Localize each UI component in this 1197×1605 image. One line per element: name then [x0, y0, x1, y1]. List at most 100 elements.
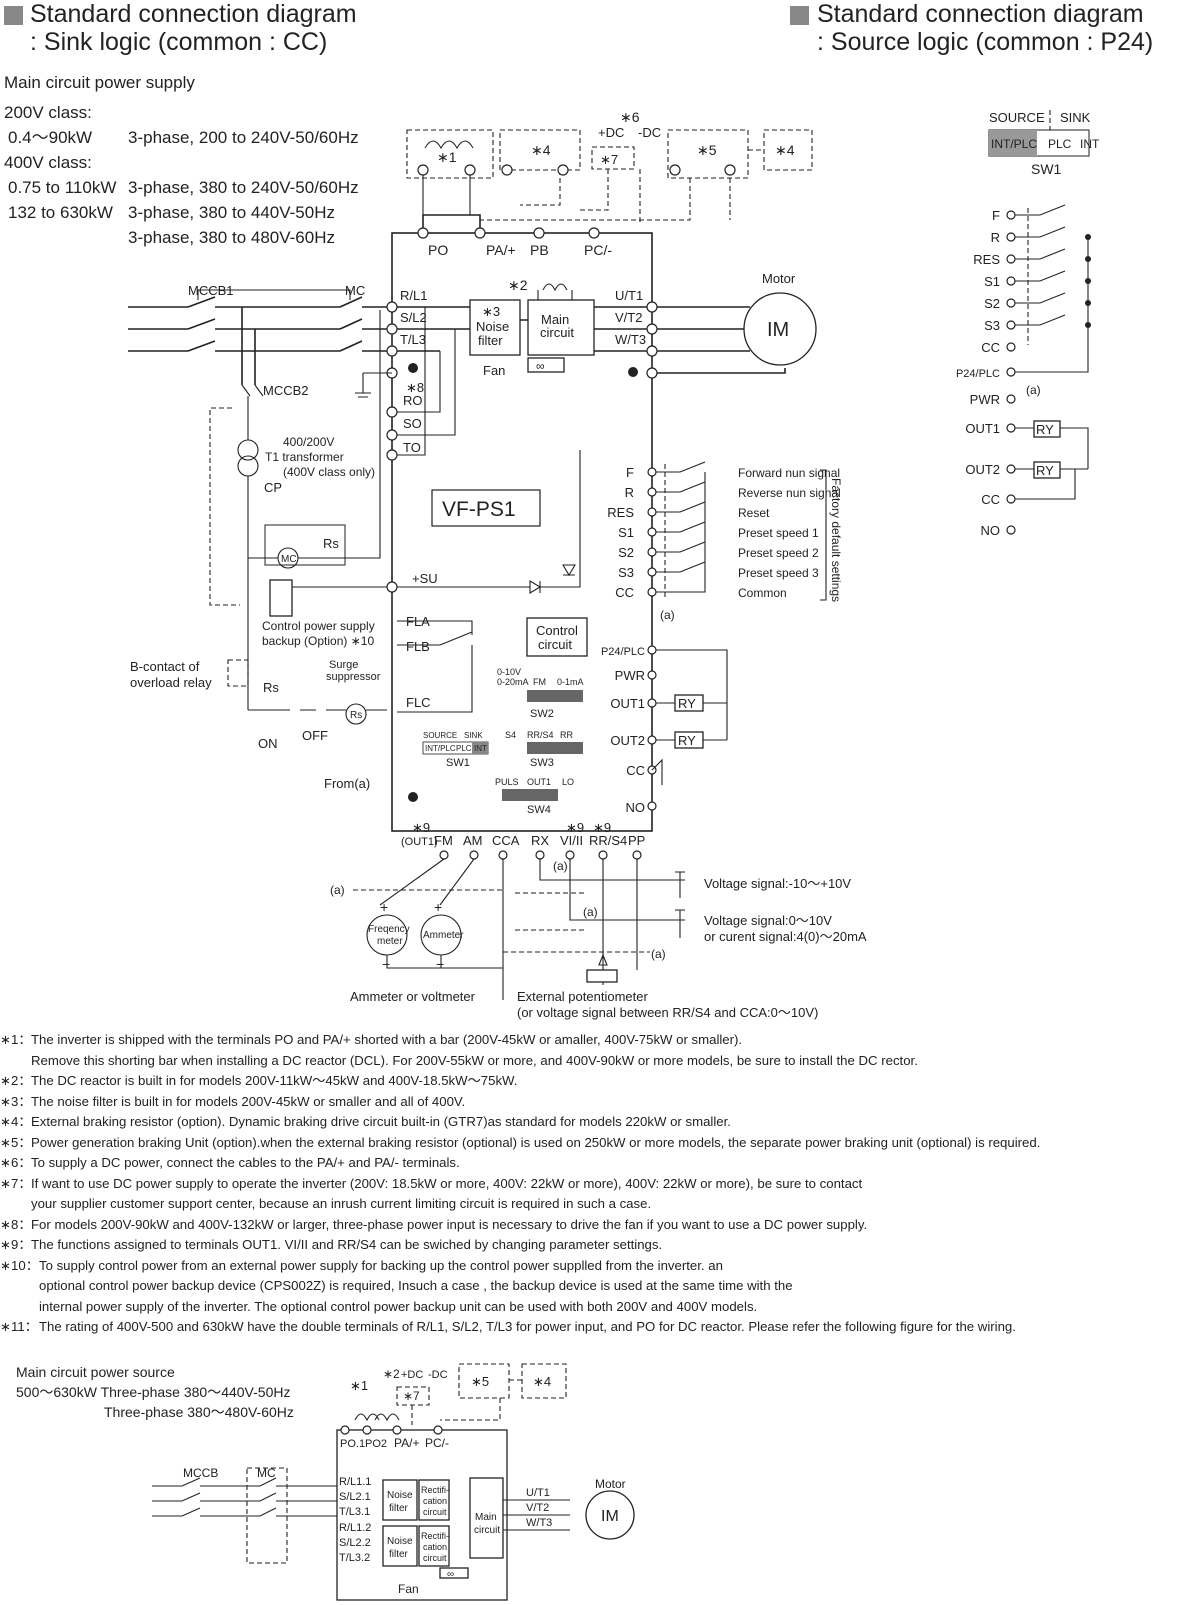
terminal-to: TO [403, 440, 421, 455]
range-3: 132 to 630kW [8, 203, 113, 222]
src-a-mark: (a) [1026, 383, 1041, 397]
ammeter-label: Ammeter [423, 930, 464, 941]
b-out-1: U/T1 [526, 1487, 550, 1499]
svg-text:−: − [436, 956, 444, 972]
freq-meter-label1: Freqency [368, 924, 410, 935]
terminal-ut1: U/T1 [615, 288, 643, 303]
label-off: OFF [302, 728, 328, 743]
signal-preset2: Preset speed 2 [738, 546, 819, 560]
ground-icon [408, 792, 418, 802]
terminal-s2: S2 [618, 545, 634, 560]
sink-title-line1: Standard connection diagram [30, 0, 357, 28]
label-rs: Rs [323, 536, 339, 551]
terminal-pb: PB [530, 242, 549, 258]
note-10-mark: ∗10： [0, 1258, 39, 1273]
transformer-label3: (400V class only) [283, 465, 375, 479]
terminal-rx: RX [531, 833, 549, 848]
control-circuit-box [526, 617, 588, 657]
sw1-plc: PLC [456, 744, 472, 753]
ext-pot-label1: External potentiometer [517, 989, 648, 1004]
fan-box [527, 357, 565, 373]
note-4-line-1: External braking resistor (option). Dyna… [31, 1114, 731, 1129]
switch-sw1[interactable]: SOURCE SINK INT/PLC PLC INT SW1 [422, 731, 489, 769]
motor-label: Motor [762, 271, 796, 286]
main-circuit-box [527, 299, 595, 356]
signal-reverse: Reverse nun signal [738, 486, 841, 500]
terminal-pc: PC/- [584, 242, 612, 258]
sw2-left: 0-10V [497, 667, 521, 677]
b-noise1-b: filter [389, 1503, 409, 1514]
range-2: 0.75 to 110kW [8, 178, 116, 197]
label-cp: CP [264, 480, 282, 495]
bottom-diagram: Main circuit power source 500〜630kW Thre… [16, 1363, 635, 1601]
b-in-1: R/L1.1 [339, 1476, 371, 1488]
terminal-flc: FLC [406, 695, 431, 710]
b-main2: circuit [474, 1525, 500, 1536]
sw1-intplc: INT/PLC [425, 744, 456, 753]
mark-4: ∗4 [531, 142, 551, 158]
source-title-line1: Standard connection diagram [817, 0, 1144, 28]
terminal-am: AM [463, 833, 483, 848]
src-s2: S2 [984, 296, 1000, 311]
b-in-6: T/L3.2 [339, 1552, 370, 1564]
terminal-res: RES [607, 505, 634, 520]
note-8-mark: ∗8： [0, 1217, 32, 1232]
label-mccb2: MCCB2 [263, 383, 309, 398]
bottom-inputs: R/L1.1 S/L2.1 T/L3.1 R/L1.2 S/L2.2 T/L3.… [339, 1476, 371, 1564]
b-po1: PO.1 [340, 1438, 365, 1450]
braking-unit-box [667, 129, 749, 179]
source-plc: PLC [1048, 137, 1072, 151]
terminal-ro: RO [403, 393, 423, 408]
a-mark-5: (a) [330, 883, 345, 897]
dc-reactor-coil [424, 140, 474, 150]
b-mark-1: ∗1 [350, 1378, 368, 1393]
voltage-signal-2: Voltage signal:0〜10V [704, 913, 832, 928]
note-4-mark: ∗4： [0, 1114, 32, 1129]
sink-title-line2: : Sink logic (common : CC) [30, 28, 327, 56]
source-terminals: F R RES S1 S2 S3 CC P24/PLC PWR OUT1 OUT… [956, 208, 1000, 538]
terminal-vi: VI/II [560, 833, 583, 848]
source-title-line2: : Source logic (common : P24) [817, 28, 1153, 56]
control-outputs: P24/PLC PWR OUT1 OUT2 CC NO RY RY [601, 645, 728, 815]
note-7-line-2: your supplier customer support center, b… [31, 1196, 651, 1211]
terminal-flb: FLB [406, 639, 430, 654]
label-on: ON [258, 736, 278, 751]
terminal-tl3: T/L3 [400, 332, 426, 347]
noise-filter-mark: ∗3 [482, 304, 500, 319]
sw3-s4: S4 [505, 730, 516, 740]
b-mc: MC [257, 1466, 276, 1480]
switch-sw3[interactable]: S4 RR/S4 RR SW3 [505, 730, 583, 769]
sw1-sink: SINK [464, 731, 483, 740]
mark-1: ∗1 [437, 149, 457, 165]
signal-preset1: Preset speed 1 [738, 526, 819, 540]
voltage-signal-1: Voltage signal:-10〜+10V [704, 876, 851, 891]
signal-labels: Forward nun signal Reverse nun signal Re… [738, 466, 843, 602]
mark-9b: ∗9 [566, 820, 584, 835]
switch-sw2[interactable]: 0-10V 0-20mA FM 0-1mA SW2 [497, 667, 584, 720]
spec-3: 3-phase, 380 to 440V-50Hz [128, 203, 335, 222]
bottom-heading: Main circuit power source [16, 1364, 175, 1380]
switch-sw4[interactable]: PULS OUT1 LO SW4 [495, 777, 574, 816]
terminal-no: NO [626, 800, 646, 815]
b-rect2-c: circuit [423, 1553, 447, 1563]
note-7-mark: ∗7： [0, 1176, 32, 1191]
bcontact-label2: overload relay [130, 675, 212, 690]
b-noise2-b: filter [389, 1549, 409, 1560]
src-cc2: CC [981, 492, 1000, 507]
sw4-label: SW4 [527, 804, 551, 816]
rs-contact-box [264, 524, 346, 566]
ammeter-or-voltmeter: Ammeter or voltmeter [350, 989, 476, 1004]
src-res: RES [973, 252, 1000, 267]
from-a: From(a) [324, 776, 370, 791]
b-out-3: W/T3 [526, 1517, 552, 1529]
potentiometer-icon [586, 969, 618, 983]
braking-resistor-box [499, 129, 581, 171]
sw3-label: SW3 [530, 757, 554, 769]
note-9-line-1: The functions assigned to terminals OUT1… [31, 1237, 662, 1252]
source-diagram: SOURCE SINK INT/PLC PLC INT SW1 F R RES … [956, 110, 1100, 538]
sw2-right: 0-1mA [557, 677, 584, 687]
b-mark-5: ∗5 [471, 1374, 489, 1389]
frequency-meter-icon [366, 914, 408, 956]
sw2-fm: FM [533, 677, 546, 687]
